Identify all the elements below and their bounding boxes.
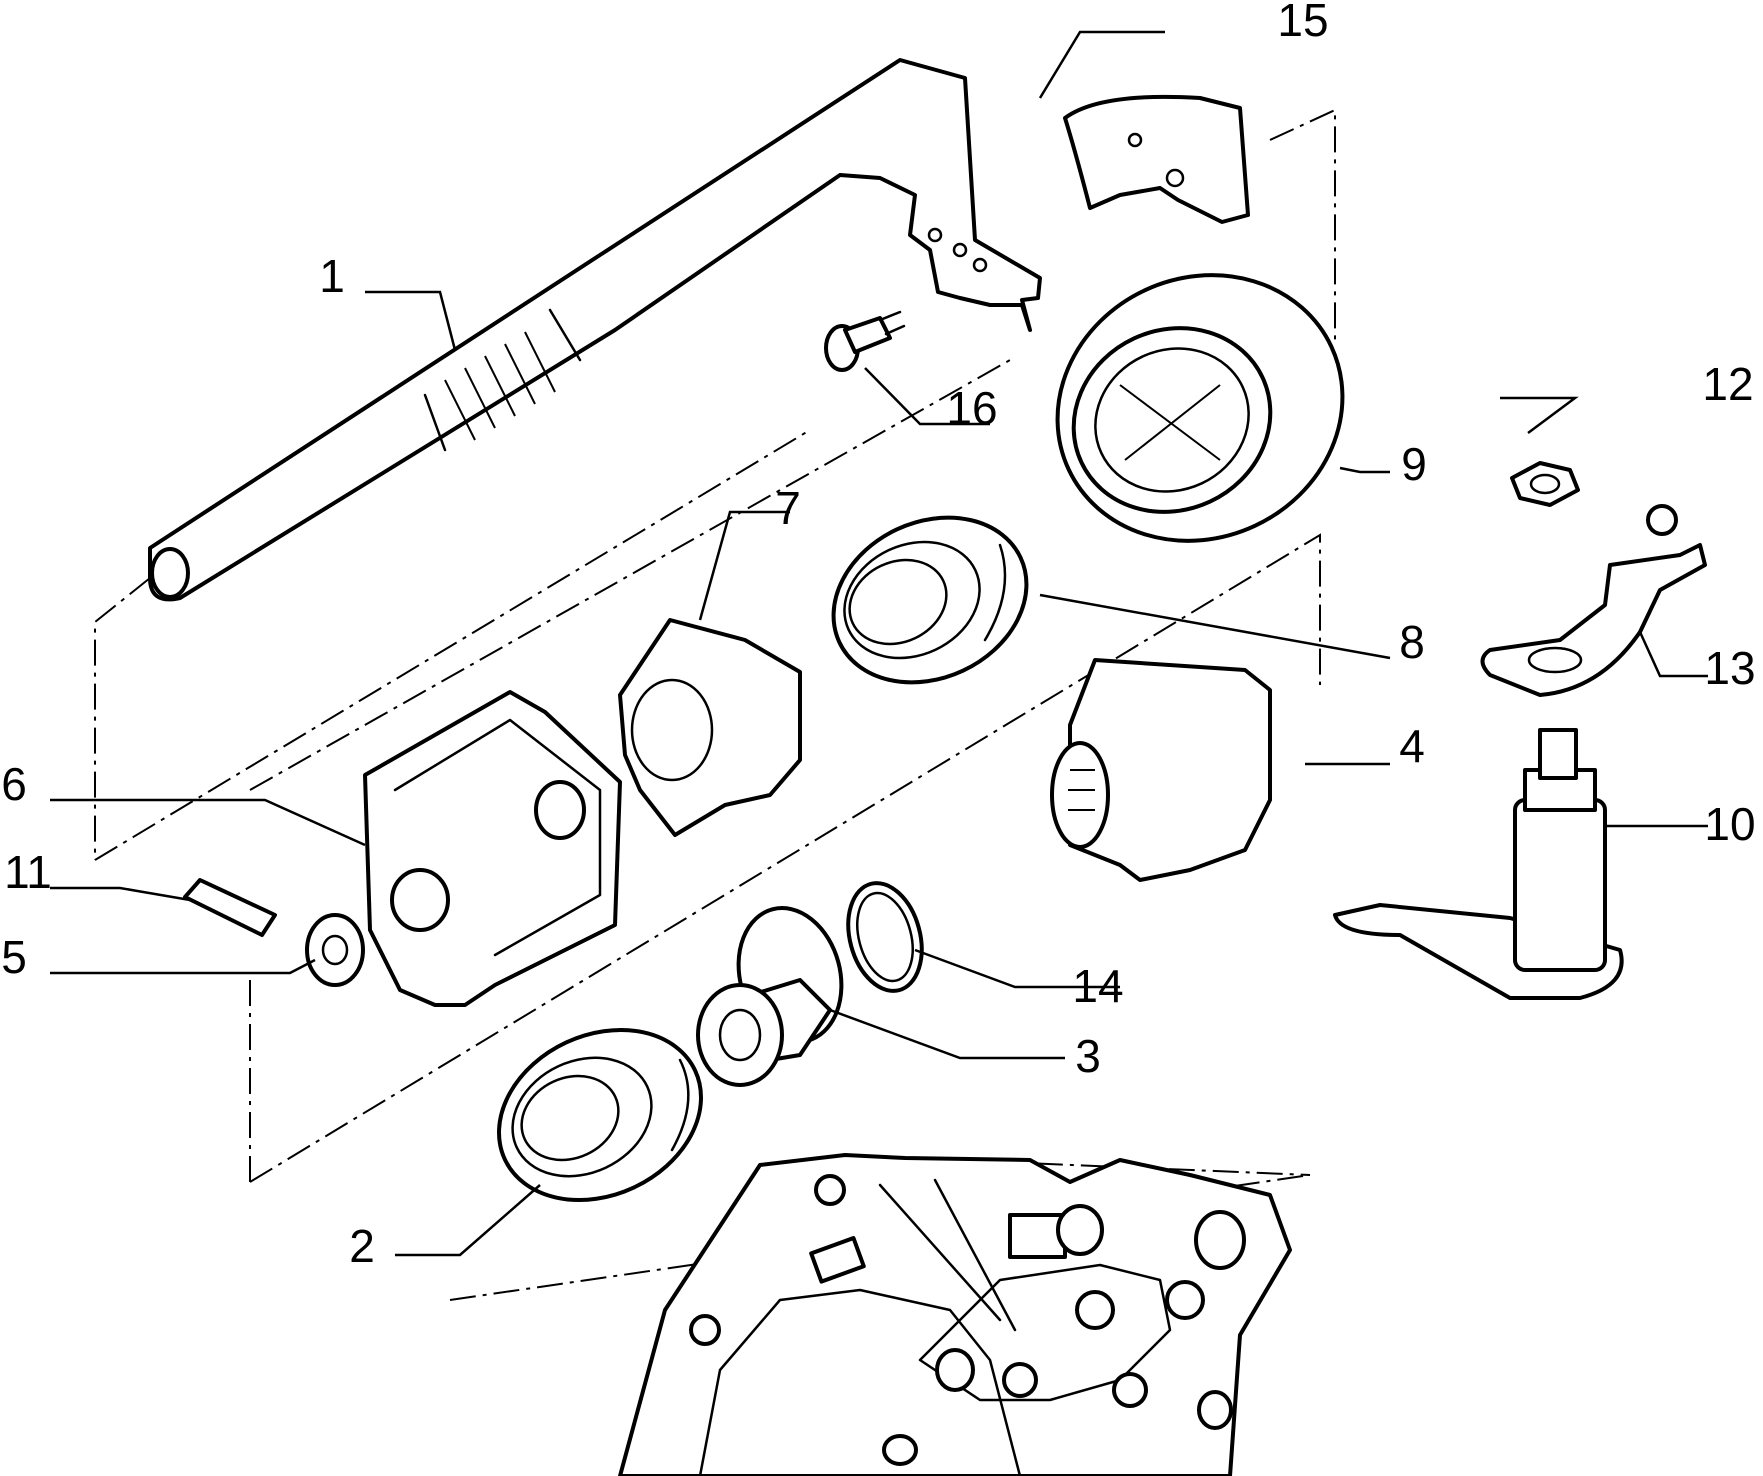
callout-11: 11: [4, 846, 52, 898]
callout-9: 9: [1401, 438, 1427, 490]
callout-1: 1: [319, 250, 345, 302]
callout-3: 3: [1075, 1030, 1101, 1082]
bearing-part-9: [1055, 273, 1345, 543]
spring-part-8: [831, 515, 1029, 685]
callout-12: 12: [1702, 358, 1753, 410]
callout-13: 13: [1704, 642, 1755, 694]
nut-part-12: [1510, 461, 1580, 507]
callout-10: 10: [1704, 798, 1755, 850]
spring-part-2: [497, 1027, 703, 1203]
gearbox-housing: [618, 1153, 1292, 1476]
leader-lines: [50, 30, 1708, 1257]
plate-part-15: [1063, 94, 1250, 224]
pin-arm-part-10: [1333, 728, 1624, 1000]
callout-labels: 1 2 3 4 5 6 7 8 9 10 11 12 13 14 15 16: [1, 0, 1755, 1272]
selector-block-part-4: [1050, 658, 1272, 882]
shift-shaft-part-1: [148, 58, 1042, 602]
callout-6: 6: [1, 758, 27, 810]
callout-7: 7: [775, 482, 801, 534]
callout-5: 5: [1, 931, 27, 983]
callout-4: 4: [1399, 720, 1425, 772]
pin-part-11: [183, 878, 277, 937]
fork-housing-part-6: [363, 690, 622, 1007]
o-ring-part-14: [846, 881, 924, 993]
callout-8: 8: [1399, 616, 1425, 668]
lever-bracket-part-13: [1480, 504, 1707, 697]
flanged-bush-part-7: [618, 618, 802, 837]
circlip-part-5: [305, 913, 365, 987]
screw-part-16: [824, 310, 906, 372]
callout-15: 15: [1277, 0, 1328, 46]
callout-16: 16: [946, 382, 997, 434]
bushing-part-3: [696, 906, 844, 1087]
callout-2: 2: [349, 1220, 375, 1272]
callout-14: 14: [1072, 960, 1123, 1012]
